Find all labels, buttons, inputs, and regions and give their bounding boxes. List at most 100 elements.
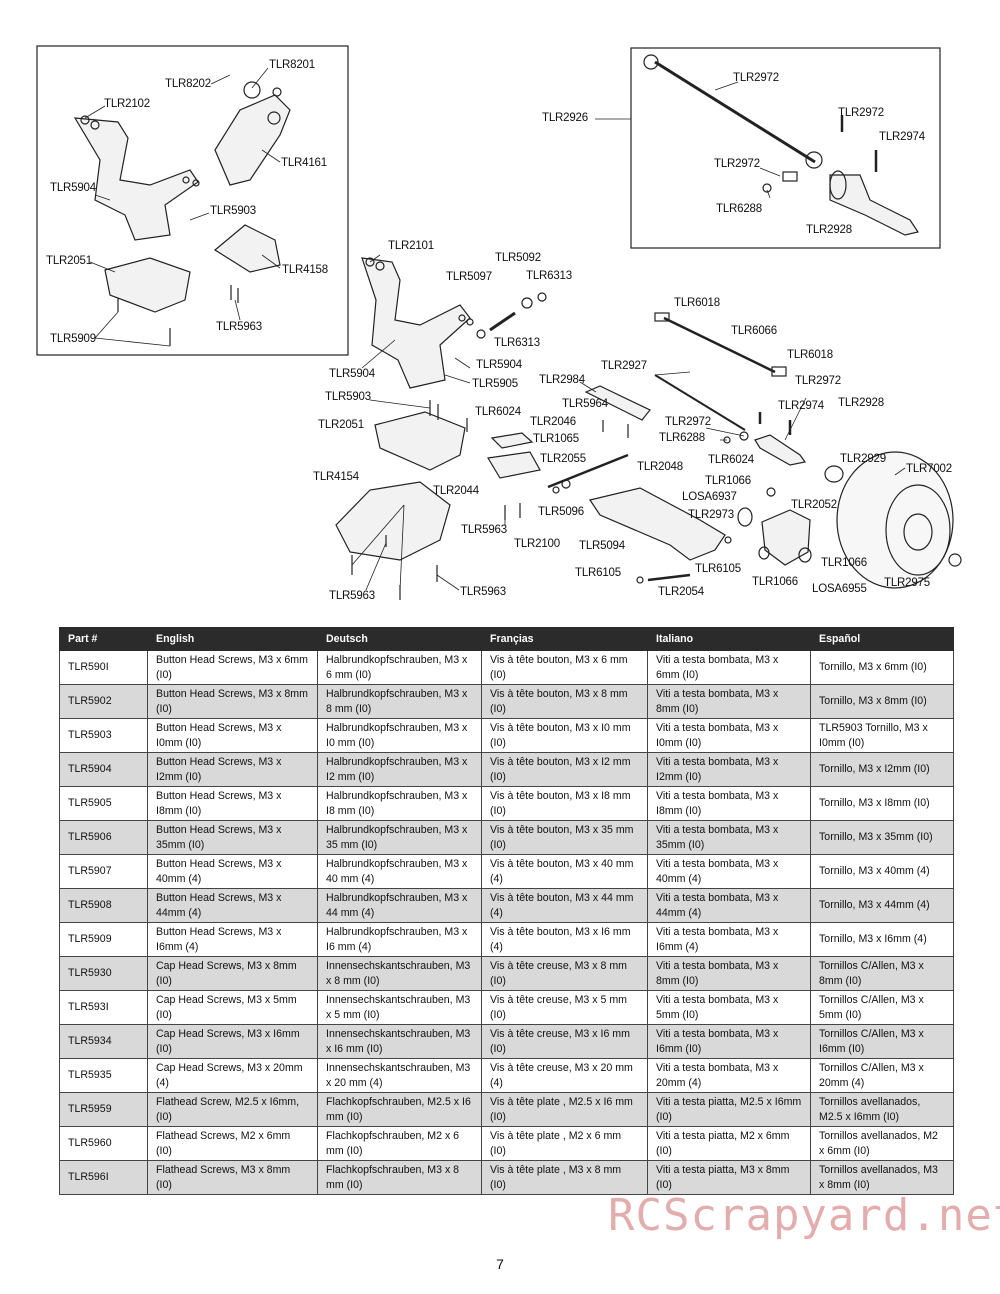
exploded-parts-diagram: TLR8202 TLR8201 TLR2102 TLR4161 TLR5904 … bbox=[0, 0, 1000, 615]
description-cell: Button Head Screws, M3 x I2mm (I0) bbox=[147, 752, 318, 787]
part-number-cell: TLR590I bbox=[59, 650, 148, 685]
description-cell: Vis à tête bouton, M3 x 40 mm (4) bbox=[481, 854, 648, 889]
callout-label: TLR2052 bbox=[791, 499, 837, 511]
description-cell: Halbrundkopfschrauben, M3 x I2 mm (I0) bbox=[317, 752, 482, 787]
description-cell: Tornillos C/Allen, M3 x I6mm (I0) bbox=[810, 1024, 954, 1059]
description-cell: Button Head Screws, M3 x 44mm (4) bbox=[147, 888, 318, 923]
callout-label: TLR5964 bbox=[562, 398, 608, 410]
description-cell: Tornillos C/Allen, M3 x 5mm (I0) bbox=[810, 990, 954, 1025]
callout-label: TLR2044 bbox=[433, 485, 479, 497]
header-francais: Françias bbox=[481, 627, 648, 651]
description-cell: Vis à tête bouton, M3 x I8 mm (I0) bbox=[481, 786, 648, 821]
callout-label: LOSA6955 bbox=[812, 583, 867, 595]
part-number-cell: TLR5934 bbox=[59, 1024, 148, 1059]
callout-label: TLR2972 bbox=[795, 375, 841, 387]
description-cell: Innensechskantschrauben, M3 x I6 mm (I0) bbox=[317, 1024, 482, 1059]
callout-label: TLR6288 bbox=[659, 432, 705, 444]
callout-label: TLR2054 bbox=[658, 586, 704, 598]
description-cell: Halbrundkopfschrauben, M3 x 8 mm (I0) bbox=[317, 684, 482, 719]
callout-label: LOSA6937 bbox=[682, 491, 737, 503]
header-italiano: Italiano bbox=[647, 627, 811, 651]
description-cell: Halbrundkopfschrauben, M3 x 6 mm (I0) bbox=[317, 650, 482, 685]
callout-label: TLR2972 bbox=[665, 416, 711, 428]
description-cell: Viti a testa piatta, M2.5 x I6mm (I0) bbox=[647, 1092, 811, 1127]
description-cell: Flathead Screws, M2 x 6mm (I0) bbox=[147, 1126, 318, 1161]
parts-table: Part # English Deutsch Françias Italiano… bbox=[59, 627, 954, 1195]
callout-label: TLR8202 bbox=[165, 78, 211, 90]
callout-label: TLR2972 bbox=[714, 158, 760, 170]
callout-label: TLR5905 bbox=[472, 378, 518, 390]
callout-label: TLR7002 bbox=[906, 463, 952, 475]
description-cell: Vis à tête bouton, M3 x 44 mm (4) bbox=[481, 888, 648, 923]
description-cell: Tornillo, M3 x I8mm (I0) bbox=[810, 786, 954, 821]
description-cell: Cap Head Screws, M3 x 20mm (4) bbox=[147, 1058, 318, 1093]
description-cell: Flathead Screws, M3 x 8mm (I0) bbox=[147, 1160, 318, 1195]
part-number-cell: TLR5935 bbox=[59, 1058, 148, 1093]
callout-label: TLR5904 bbox=[50, 182, 96, 194]
description-cell: Vis à tête bouton, M3 x I6 mm (4) bbox=[481, 922, 648, 957]
description-cell: Viti a testa bombata, M3 x 6mm (I0) bbox=[647, 650, 811, 685]
part-number-cell: TLR5930 bbox=[59, 956, 148, 991]
description-cell: Viti a testa piatta, M2 x 6mm (I0) bbox=[647, 1126, 811, 1161]
description-cell: Button Head Screws, M3 x I8mm (I0) bbox=[147, 786, 318, 821]
description-cell: Halbrundkopfschrauben, M3 x I0 mm (I0) bbox=[317, 718, 482, 753]
part-number-cell: TLR5904 bbox=[59, 752, 148, 787]
description-cell: Viti a testa bombata, M3 x I6mm (I0) bbox=[647, 1024, 811, 1059]
part-number-cell: TLR5909 bbox=[59, 922, 148, 957]
description-cell: Viti a testa bombata, M3 x I6mm (4) bbox=[647, 922, 811, 957]
callout-label: TLR5094 bbox=[579, 540, 625, 552]
callout-label: TLR5097 bbox=[446, 271, 492, 283]
description-cell: Tornillo, M3 x 44mm (4) bbox=[810, 888, 954, 923]
callout-label: TLR6288 bbox=[716, 203, 762, 215]
description-cell: Vis à tête plate , M2 x 6 mm (I0) bbox=[481, 1126, 648, 1161]
callout-label: TLR5903 bbox=[325, 391, 371, 403]
inset-frame-front bbox=[36, 45, 349, 356]
callout-label: TLR5963 bbox=[216, 321, 262, 333]
description-cell: Halbrundkopfschrauben, M3 x 44 mm (4) bbox=[317, 888, 482, 923]
callout-label: TLR2101 bbox=[388, 240, 434, 252]
callout-label: TLR4161 bbox=[281, 157, 327, 169]
description-cell: Viti a testa bombata, M3 x I0mm (I0) bbox=[647, 718, 811, 753]
callout-label: TLR2926 bbox=[542, 112, 588, 124]
callout-label: TLR5963 bbox=[329, 590, 375, 602]
callout-label: TLR8201 bbox=[269, 59, 315, 71]
description-cell: Viti a testa bombata, M3 x 8mm (I0) bbox=[647, 684, 811, 719]
description-cell: Tornillos C/Allen, M3 x 20mm (4) bbox=[810, 1058, 954, 1093]
callout-label: TLR2974 bbox=[879, 131, 925, 143]
header-espanol: Español bbox=[810, 627, 954, 651]
callout-label: TLR6313 bbox=[526, 270, 572, 282]
callout-label: TLR2972 bbox=[838, 107, 884, 119]
description-cell: Tornillo, M3 x 8mm (I0) bbox=[810, 684, 954, 719]
part-number-cell: TLR5908 bbox=[59, 888, 148, 923]
description-cell: Flathead Screw, M2.5 x I6mm, (I0) bbox=[147, 1092, 318, 1127]
description-cell: Vis à tête creuse, M3 x I6 mm (I0) bbox=[481, 1024, 648, 1059]
callout-label: TLR2928 bbox=[838, 397, 884, 409]
callout-label: TLR5904 bbox=[329, 368, 375, 380]
description-cell: Flachkopfschrauben, M2 x 6 mm (I0) bbox=[317, 1126, 482, 1161]
part-number-cell: TLR5902 bbox=[59, 684, 148, 719]
description-cell: Viti a testa bombata, M3 x 44mm (4) bbox=[647, 888, 811, 923]
callout-label: TLR5903 bbox=[210, 205, 256, 217]
description-cell: Halbrundkopfschrauben, M3 x 40 mm (4) bbox=[317, 854, 482, 889]
callout-label: TLR2048 bbox=[637, 461, 683, 473]
description-cell: Vis à tête creuse, M3 x 8 mm (I0) bbox=[481, 956, 648, 991]
diagram-drawing bbox=[36, 45, 962, 600]
description-cell: Tornillos avellanados, M3 x 8mm (I0) bbox=[810, 1160, 954, 1195]
description-cell: Viti a testa bombata, M3 x 35mm (I0) bbox=[647, 820, 811, 855]
description-cell: Vis à tête plate , M3 x 8 mm (I0) bbox=[481, 1160, 648, 1195]
callout-label: TLR2051 bbox=[318, 419, 364, 431]
callout-label: TLR1066 bbox=[752, 576, 798, 588]
page-number: 7 bbox=[496, 1256, 504, 1272]
description-cell: Viti a testa piatta, M3 x 8mm (I0) bbox=[647, 1160, 811, 1195]
callout-label: TLR2972 bbox=[733, 72, 779, 84]
callout-label: TLR5909 bbox=[50, 333, 96, 345]
description-cell: Tornillo, M3 x I6mm (4) bbox=[810, 922, 954, 957]
callout-label: TLR6018 bbox=[787, 349, 833, 361]
